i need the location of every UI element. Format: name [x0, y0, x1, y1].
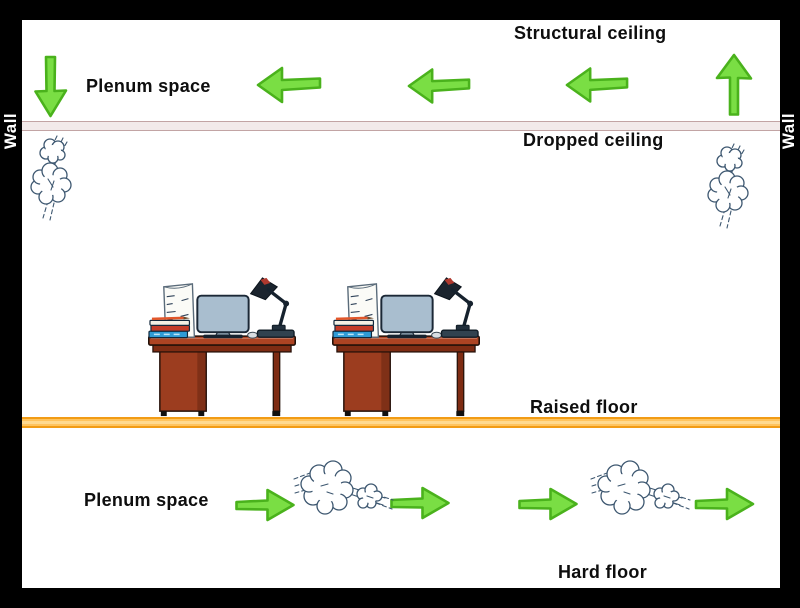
airflow-arrow-down-icon	[34, 55, 68, 118]
room-interior: Structural ceiling Plenum space Dropped …	[22, 20, 780, 588]
structural-ceiling-label: Structural ceiling	[514, 23, 667, 43]
plenum-space-top-label: Plenum space	[86, 76, 211, 96]
air-puff-vertical-icon-left	[30, 135, 72, 221]
raised-floor-bar	[22, 417, 780, 428]
wall-label-right: Wall	[779, 112, 798, 150]
dropped-ceiling-bar	[22, 121, 780, 131]
dropped-ceiling-label: Dropped ceiling	[523, 130, 664, 150]
air-puff-horizontal-icon-1	[293, 460, 394, 515]
airflow-arrow-left-icon-3	[565, 67, 629, 103]
airflow-arrow-right-icon-2	[390, 486, 450, 520]
hard-floor-label: Hard floor	[558, 562, 648, 582]
raised-floor-label: Raised floor	[530, 397, 638, 417]
desk-illustration-2	[332, 276, 480, 418]
desk-illustration-1	[148, 276, 296, 418]
airflow-arrow-right-icon-4	[694, 487, 755, 521]
airflow-arrow-left-icon-2	[407, 68, 471, 104]
airflow-arrow-left-icon-1	[256, 66, 322, 104]
plenum-space-bottom-label: Plenum space	[84, 490, 209, 510]
airflow-arrow-right-icon-3	[518, 487, 578, 521]
airflow-arrow-up-icon	[715, 53, 753, 116]
airflow-arrow-right-icon-1	[235, 488, 295, 522]
air-puff-horizontal-icon-2	[590, 460, 691, 515]
wall-label-left: Wall	[1, 112, 20, 150]
air-puff-vertical-icon-right	[707, 143, 749, 229]
